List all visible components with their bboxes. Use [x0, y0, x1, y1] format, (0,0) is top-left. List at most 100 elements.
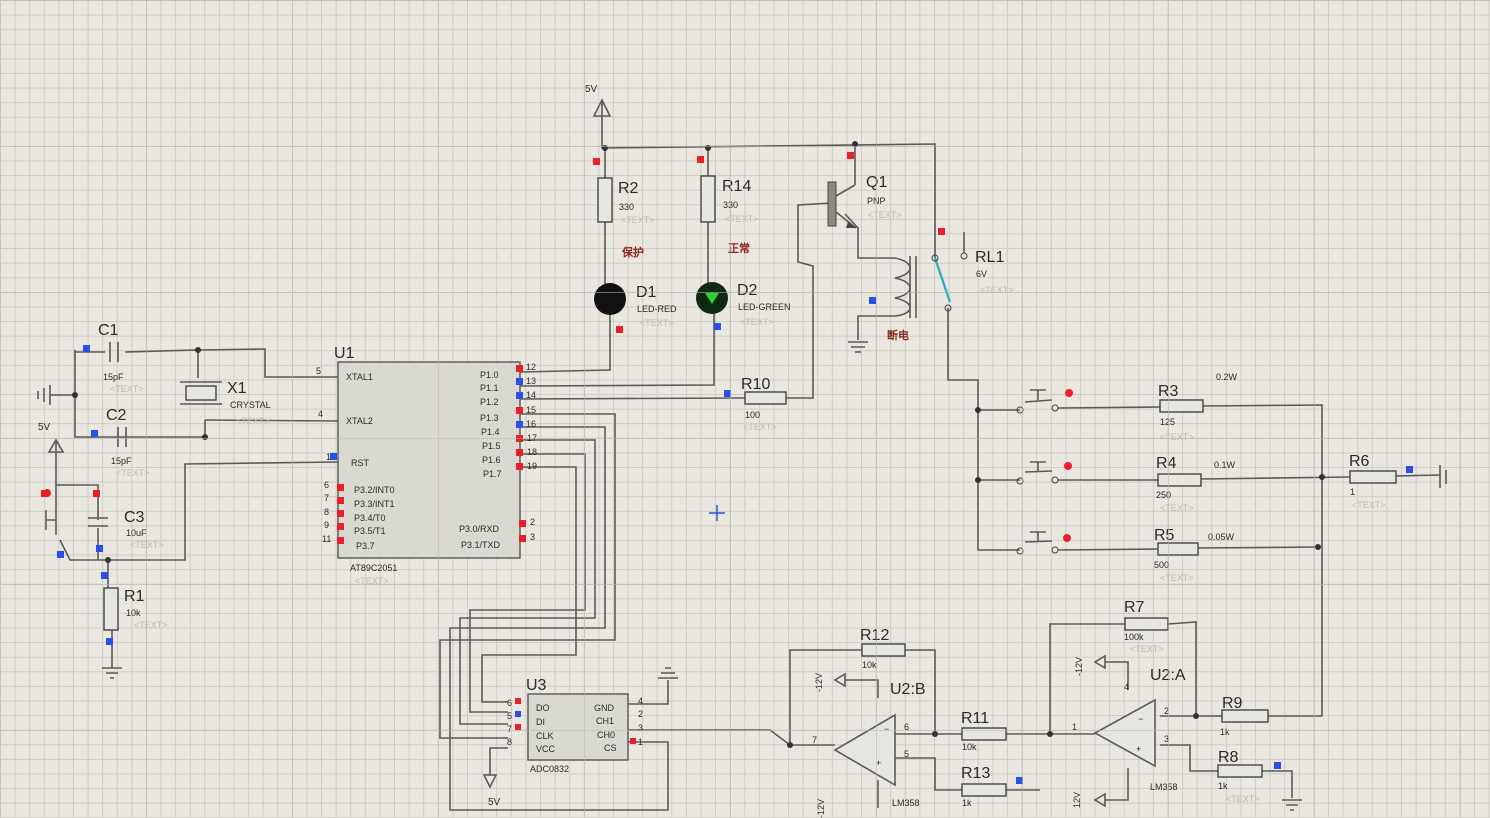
svg-text:GND: GND — [594, 703, 615, 713]
r5-ref: R5 — [1154, 527, 1175, 544]
q1-ref: Q1 — [866, 174, 887, 191]
svg-text:18: 18 — [527, 447, 537, 457]
capacitor-c3[interactable]: C3 10uF <TEXT> — [88, 509, 164, 550]
power-5v-adc-label: 5V — [488, 797, 501, 808]
svg-text:9: 9 — [324, 520, 329, 530]
svg-text:XTAL2: XTAL2 — [346, 416, 373, 426]
pin-state-markers — [41, 152, 1413, 784]
r11-ref: R11 — [961, 710, 989, 727]
r13-ref: R13 — [961, 765, 990, 782]
resistor-r7[interactable]: R7 100k <TEXT> — [1124, 599, 1169, 654]
c3-ref: C3 — [124, 509, 145, 526]
svg-text:P3.5/T1: P3.5/T1 — [354, 526, 386, 536]
svg-text:4: 4 — [638, 696, 643, 706]
r3-value: 125 — [1160, 417, 1175, 427]
r2-ref: R2 — [618, 180, 639, 197]
x1-value: CRYSTAL — [230, 400, 271, 410]
resistor-r9[interactable]: R9 1k — [1220, 695, 1269, 737]
adc-u3[interactable]: U3 ADC0832 6 DO 5 DI 7 CLK 8 VCC GND 4 C… — [507, 677, 643, 774]
svg-text:4: 4 — [318, 409, 323, 419]
r5-value: 500 — [1154, 560, 1169, 570]
capacitor-c2[interactable]: C2 15pF <TEXT> — [106, 407, 150, 478]
svg-text:6: 6 — [324, 480, 329, 490]
svg-text:CH0: CH0 — [597, 730, 615, 740]
svg-text:P1.1: P1.1 — [480, 383, 499, 393]
svg-text:6: 6 — [904, 722, 909, 732]
power-neg12-u2b[interactable]: -12V — [814, 672, 846, 692]
opamp-u2a[interactable]: − + U2:A LM358 1 2 3 4 — [1072, 667, 1186, 792]
r7-value: 100k — [1124, 632, 1144, 642]
resistor-r14[interactable]: R14 330 <TEXT> — [700, 175, 759, 224]
switch-r3[interactable] — [1016, 389, 1073, 414]
svg-text:5: 5 — [507, 711, 512, 721]
rl1-ref: RL1 — [975, 249, 1004, 266]
resistor-r8[interactable]: R8 1k <TEXT> — [1217, 749, 1263, 804]
switch-r4[interactable] — [1016, 461, 1072, 485]
u2a-part: LM358 — [1150, 782, 1178, 792]
u3-right-pins: GND 4 CH1 2 CH0 3 CS 1 — [594, 696, 643, 753]
r10-value: 100 — [745, 410, 760, 420]
svg-text:P1.7: P1.7 — [483, 469, 502, 479]
power-5v-top[interactable]: 5V — [585, 84, 612, 118]
r7-ref: R7 — [1124, 599, 1145, 616]
resistor-r6[interactable]: R6 1 <TEXT> — [1349, 453, 1397, 510]
svg-text:P3.2/INT0: P3.2/INT0 — [354, 485, 395, 495]
svg-text:XTAL1: XTAL1 — [346, 372, 373, 382]
r4-ref: R4 — [1156, 455, 1177, 472]
u1-ref: U1 — [334, 345, 355, 362]
r3-power: 0.2W — [1216, 372, 1238, 382]
power-neg12-u2b-bottom[interactable]: -12V — [816, 799, 826, 818]
c1-value: 15pF — [103, 372, 124, 382]
d2-cn-label: 正常 — [728, 241, 750, 255]
power-5v-left[interactable]: 5V — [38, 422, 65, 455]
svg-text:2: 2 — [530, 517, 535, 527]
d1-ref: D1 — [636, 284, 657, 301]
svg-text:DI: DI — [536, 717, 545, 727]
resistor-r1[interactable]: R1 10k <TEXT> — [103, 587, 168, 631]
svg-text:P1.6: P1.6 — [482, 455, 501, 465]
svg-text:P1.0: P1.0 — [480, 370, 499, 380]
svg-text:1: 1 — [1072, 722, 1077, 732]
led-d1[interactable]: D1 LED-RED <TEXT> 保护 — [594, 245, 677, 328]
r4-value: 250 — [1156, 490, 1171, 500]
capacitor-c1[interactable]: C1 15pF <TEXT> — [98, 322, 144, 394]
power-5v-adc[interactable]: 5V — [482, 774, 501, 808]
led-d2[interactable]: D2 LED-GREEN <TEXT> 正常 — [696, 241, 791, 327]
svg-text:CH1: CH1 — [596, 716, 614, 726]
resistor-r3[interactable]: R3 125 <TEXT> 0.2W — [1158, 372, 1238, 442]
r6-text: <TEXT> — [1352, 500, 1386, 510]
r5-power: 0.05W — [1208, 532, 1235, 542]
resistor-r4[interactable]: R4 250 <TEXT> 0.1W — [1156, 455, 1236, 513]
power-12v-u2a-bottom[interactable]: 12V — [1072, 792, 1106, 808]
u2a-plus: + — [1136, 744, 1141, 754]
svg-text:2: 2 — [638, 709, 643, 719]
relay-rl1[interactable]: RL1 6V <TEXT> 断电 — [887, 232, 1014, 342]
resistor-r12[interactable]: R12 10k — [860, 627, 906, 670]
u2b-ref: U2:B — [890, 681, 926, 698]
resistor-r5[interactable]: R5 500 <TEXT> 0.05W — [1154, 527, 1235, 583]
d2-text: <TEXT> — [740, 317, 774, 327]
power-neg12-u2a[interactable]: -12V — [1074, 654, 1106, 676]
x1-ref: X1 — [227, 380, 247, 397]
switch-r5[interactable] — [1016, 531, 1071, 555]
transistor-q1[interactable]: Q1 PNP <TEXT> — [827, 174, 902, 229]
svg-text:P1.2: P1.2 — [480, 397, 499, 407]
rl1-value: 6V — [976, 269, 987, 279]
r12-ref: R12 — [860, 627, 889, 644]
mcu-u1[interactable]: U1 AT89C2051 <TEXT> 5 XTAL1 4 XTAL2 1 RS… — [316, 345, 537, 586]
resistor-r10[interactable]: R10 100 <TEXT> — [741, 376, 787, 432]
resistor-r2[interactable]: R2 330 <TEXT> — [597, 177, 655, 225]
u3-ref: U3 — [526, 677, 547, 694]
resistor-r13[interactable]: R13 1k — [961, 765, 1007, 808]
crystal-x1[interactable]: X1 CRYSTAL <TEXT> — [180, 380, 271, 426]
power-neg12-u2b-label: -12V — [814, 673, 824, 692]
resistor-r11[interactable]: R11 10k — [961, 710, 1007, 752]
power-5v-left-label: 5V — [38, 422, 51, 433]
svg-text:VCC: VCC — [536, 744, 556, 754]
opamp-u2b[interactable]: − + U2:B LM358 7 6 5 — [812, 681, 926, 808]
c1-text: <TEXT> — [110, 384, 144, 394]
r3-text: <TEXT> — [1160, 432, 1194, 442]
c3-text: <TEXT> — [130, 540, 164, 550]
